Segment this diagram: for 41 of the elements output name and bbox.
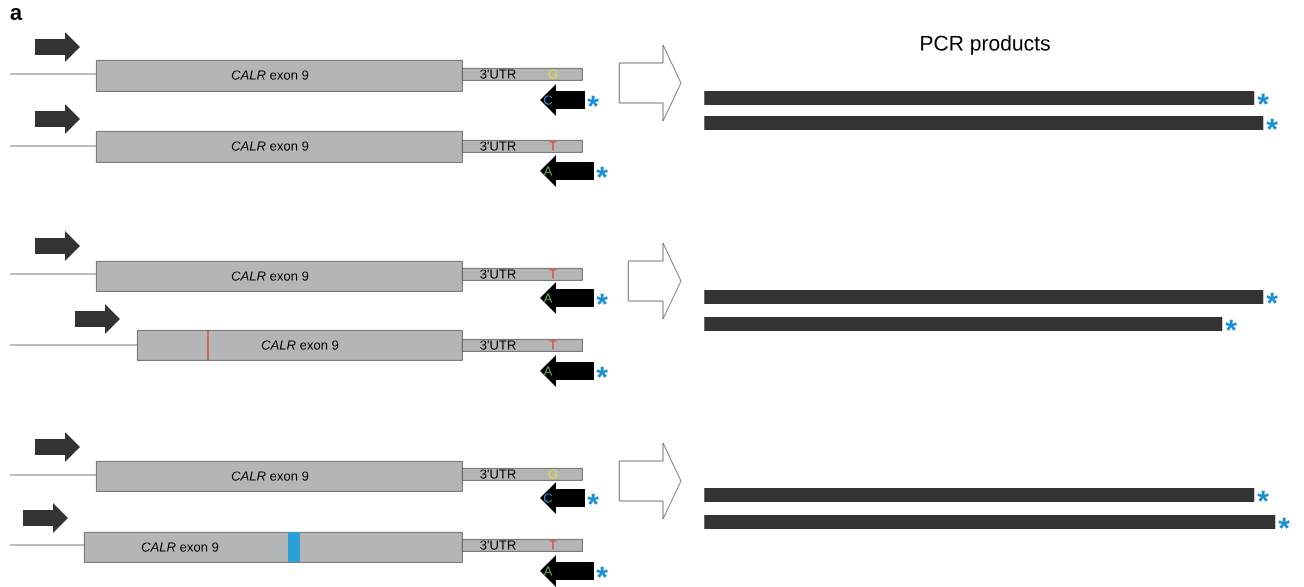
primer-symbol (75, 304, 120, 334)
utr-strip: 3'UTR T (462, 268, 583, 281)
asterisk: * (1257, 490, 1269, 502)
exon-box: CALR exon 9 (84, 532, 463, 563)
exon-box: CALR exon 9 (96, 461, 463, 492)
asterisk: * (596, 366, 608, 378)
primer-symbol (35, 32, 80, 62)
primer-symbol (35, 104, 80, 134)
utr-strip: 3'UTR G (462, 468, 583, 481)
block-arrow (618, 44, 682, 122)
asterisk: * (1257, 93, 1269, 105)
block-arrow (618, 442, 682, 520)
exon-box: CALR exon 9 (137, 329, 463, 361)
product-bar (704, 515, 1276, 529)
product-bar (704, 317, 1223, 331)
product-bar (704, 116, 1264, 130)
primer-symbol (35, 231, 80, 261)
utr-strip: 3'UTR G (462, 68, 583, 81)
asterisk: * (587, 493, 599, 505)
exon-box: CALR exon 9 (96, 261, 463, 292)
panel-letter: a (10, 8, 23, 21)
product-bar (704, 290, 1264, 304)
primer-symbol (23, 503, 68, 533)
title: PCR products (921, 35, 1050, 55)
asterisk: * (1266, 292, 1278, 304)
asterisk: * (596, 566, 608, 578)
asterisk: * (596, 293, 608, 305)
utr-strip: 3'UTR T (462, 140, 583, 153)
asterisk: * (596, 166, 608, 178)
asterisk: * (1278, 517, 1290, 529)
block-arrow (627, 242, 682, 320)
asterisk: * (587, 95, 599, 107)
primer-symbol (35, 432, 80, 462)
exon-box: CALR exon 9 (96, 131, 463, 163)
exon-box: CALR exon 9 (96, 60, 463, 92)
utr-strip: 3'UTR T (462, 539, 583, 552)
product-bar (704, 488, 1255, 502)
product-bar (704, 91, 1255, 105)
asterisk: * (1266, 118, 1278, 130)
asterisk: * (1225, 319, 1237, 331)
utr-strip: 3'UTR T (462, 339, 583, 352)
